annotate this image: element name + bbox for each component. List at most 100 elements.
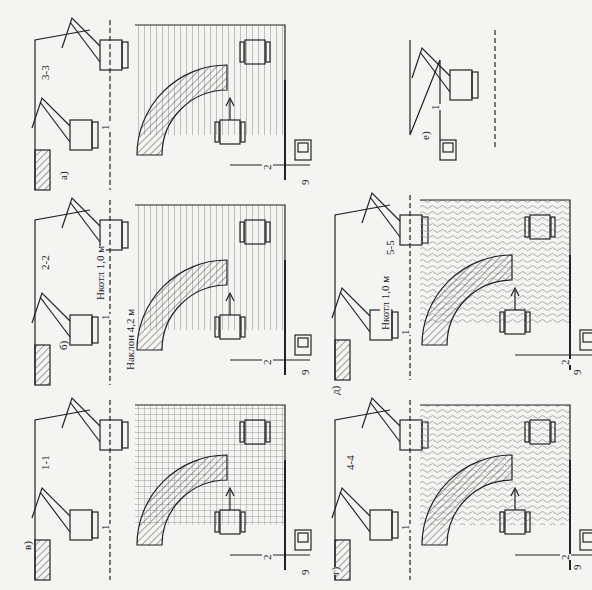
pit-profile — [335, 410, 390, 580]
spoil-arc — [137, 455, 227, 545]
soil-hatch — [35, 540, 50, 580]
callout-number: е) — [420, 131, 431, 140]
callout-number: б) — [58, 341, 69, 350]
truck-cab — [583, 333, 592, 342]
excavator-boom — [332, 288, 370, 332]
excavator-body — [370, 510, 392, 540]
excavator-boom — [362, 193, 400, 237]
track — [551, 217, 555, 237]
dimension-note: Нкотл 1,0 м — [95, 246, 106, 300]
callout-number: 2 — [560, 360, 571, 366]
excavator-plan — [245, 420, 265, 444]
pit-profile — [35, 410, 90, 580]
track — [240, 422, 244, 442]
dimension-note: Нкотл 1,0 м — [380, 276, 391, 330]
excavator-boom — [412, 48, 450, 92]
excavator-boom — [362, 398, 400, 442]
callout-number: 1 — [100, 525, 111, 531]
dump-truck — [440, 140, 456, 160]
cut-edge — [284, 260, 286, 375]
excavator-plan — [505, 510, 525, 534]
callout-number: 1 — [400, 330, 411, 336]
dimension-line — [515, 554, 592, 555]
truck-cab — [443, 143, 453, 152]
spoil-arc — [137, 260, 227, 350]
soil-hatch — [335, 340, 350, 380]
cut-edge — [284, 460, 286, 570]
callout-number: 2 — [262, 360, 273, 366]
track — [215, 317, 219, 337]
excavator-boom — [32, 98, 70, 142]
excavator-track — [122, 222, 128, 248]
callout-number: д) — [330, 386, 341, 395]
arrow-head — [226, 293, 234, 301]
ground-line — [409, 400, 410, 580]
excavator-track — [92, 512, 98, 538]
move-arrow — [514, 490, 515, 510]
track — [526, 312, 530, 332]
callout-number: 9 — [572, 370, 583, 376]
track — [525, 217, 529, 237]
pit-profile — [410, 40, 440, 140]
callout-number: 3-3 — [40, 65, 51, 80]
track — [241, 317, 245, 337]
truck-cab — [298, 533, 308, 542]
excavator-body — [70, 510, 92, 540]
track — [500, 312, 504, 332]
excavator-plan — [220, 120, 240, 144]
track — [551, 422, 555, 442]
excavator-body — [400, 420, 422, 450]
move-arrow — [514, 290, 515, 310]
track — [241, 122, 245, 142]
callout-number: 2 — [560, 555, 571, 561]
arrow-head — [511, 488, 519, 496]
excavator-track — [122, 422, 128, 448]
track — [525, 422, 529, 442]
cut-edge — [569, 460, 571, 570]
excavator-track — [92, 317, 98, 343]
spoil-arc — [422, 255, 512, 345]
pit-border — [135, 25, 285, 180]
callout-number: 2-2 — [40, 255, 51, 270]
callout-number: 9 — [300, 180, 311, 186]
pit-border — [420, 200, 570, 370]
excavator-boom — [62, 18, 100, 62]
ground-line — [109, 200, 110, 385]
soil-hatch — [35, 345, 50, 385]
excavator-body — [400, 215, 422, 245]
excavator-track — [472, 72, 478, 98]
callout-number: 5-5 — [385, 240, 396, 255]
ground-line — [409, 195, 410, 380]
callout-number: 2 — [262, 555, 273, 561]
pit-profile — [35, 210, 90, 385]
excavator-boom — [62, 398, 100, 442]
callout-number: 4-4 — [345, 455, 356, 470]
pit-border — [420, 405, 570, 570]
track — [266, 422, 270, 442]
excavator-boom — [62, 198, 100, 242]
track — [240, 42, 244, 62]
excavator-plan — [220, 315, 240, 339]
track — [500, 512, 504, 532]
move-arrow — [229, 295, 230, 315]
callout-number: 1 — [400, 525, 411, 531]
cut-edge — [569, 255, 571, 370]
excavator-track — [92, 122, 98, 148]
excavator-plan — [530, 420, 550, 444]
excavator-boom — [32, 488, 70, 532]
track — [215, 122, 219, 142]
excavator-boom — [32, 293, 70, 337]
excavator-plan — [245, 220, 265, 244]
excavator-plan — [220, 510, 240, 534]
callout-number: 1-1 — [40, 455, 51, 470]
callout-number: 1 — [100, 315, 111, 321]
dump-truck — [580, 330, 592, 350]
soil-hatch — [35, 150, 50, 190]
callout-number: 2 — [262, 165, 273, 171]
track — [215, 512, 219, 532]
callout-number: 1 — [100, 125, 111, 131]
track — [526, 512, 530, 532]
excavator-track — [122, 42, 128, 68]
